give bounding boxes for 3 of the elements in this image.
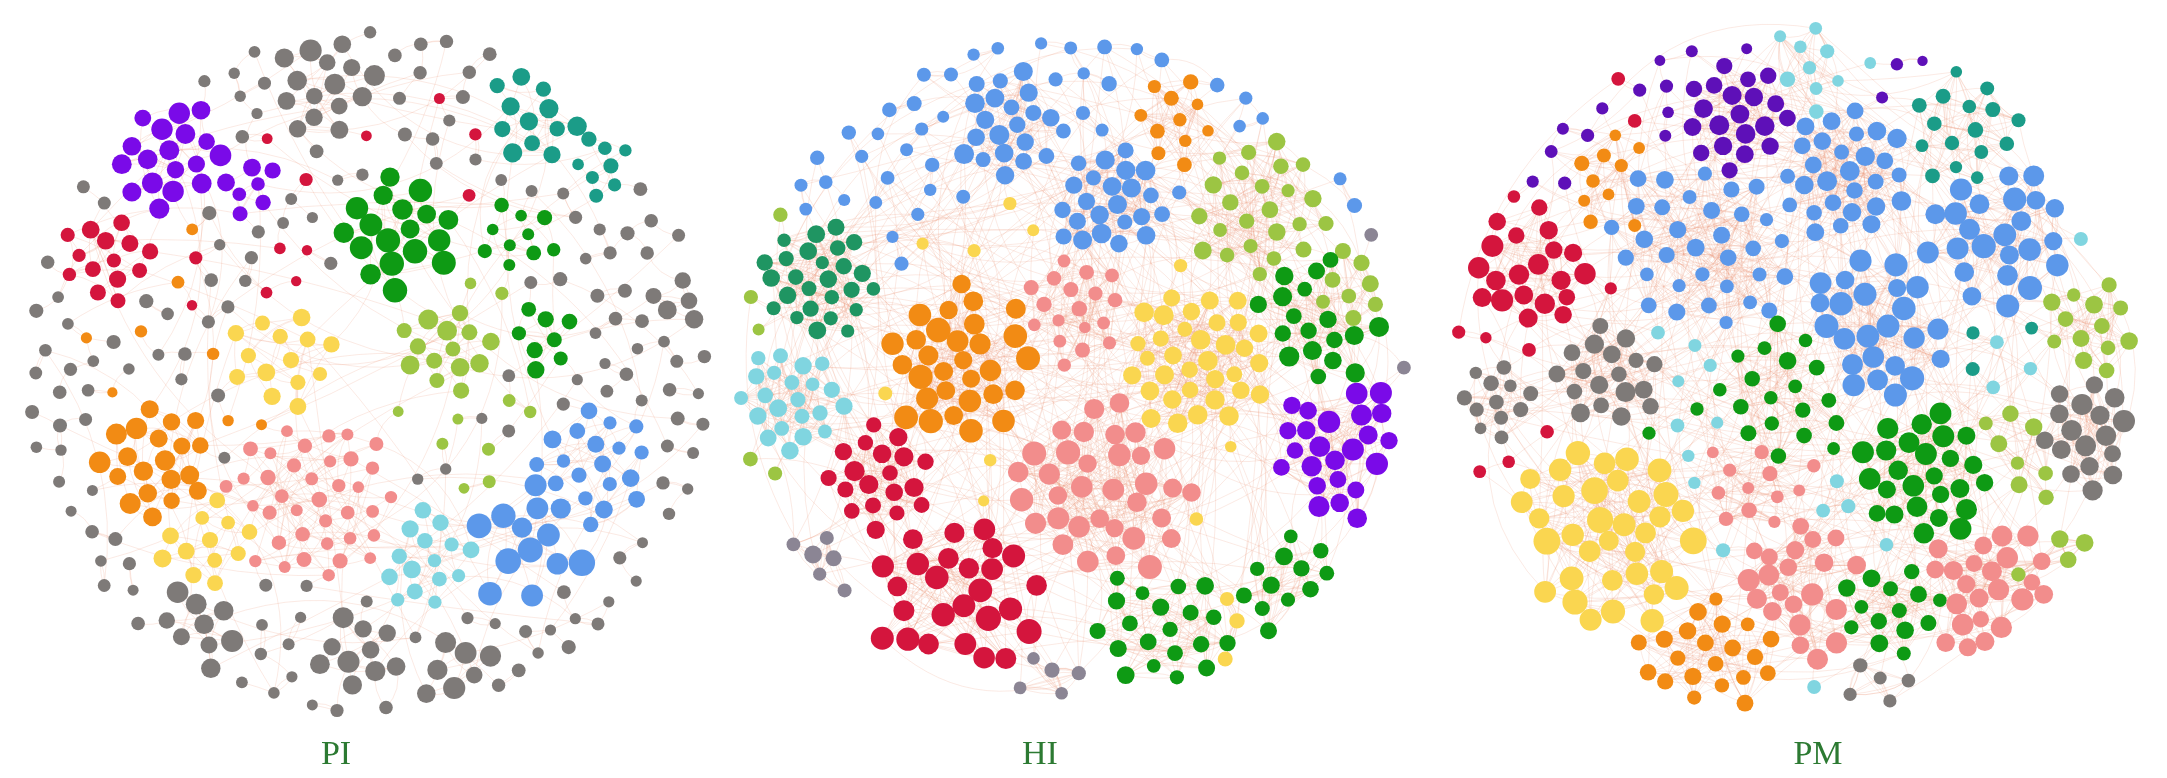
panel-label: PM xyxy=(1793,736,1843,770)
panel-label: PI xyxy=(320,736,352,770)
panel-label: HI xyxy=(1022,736,1058,770)
